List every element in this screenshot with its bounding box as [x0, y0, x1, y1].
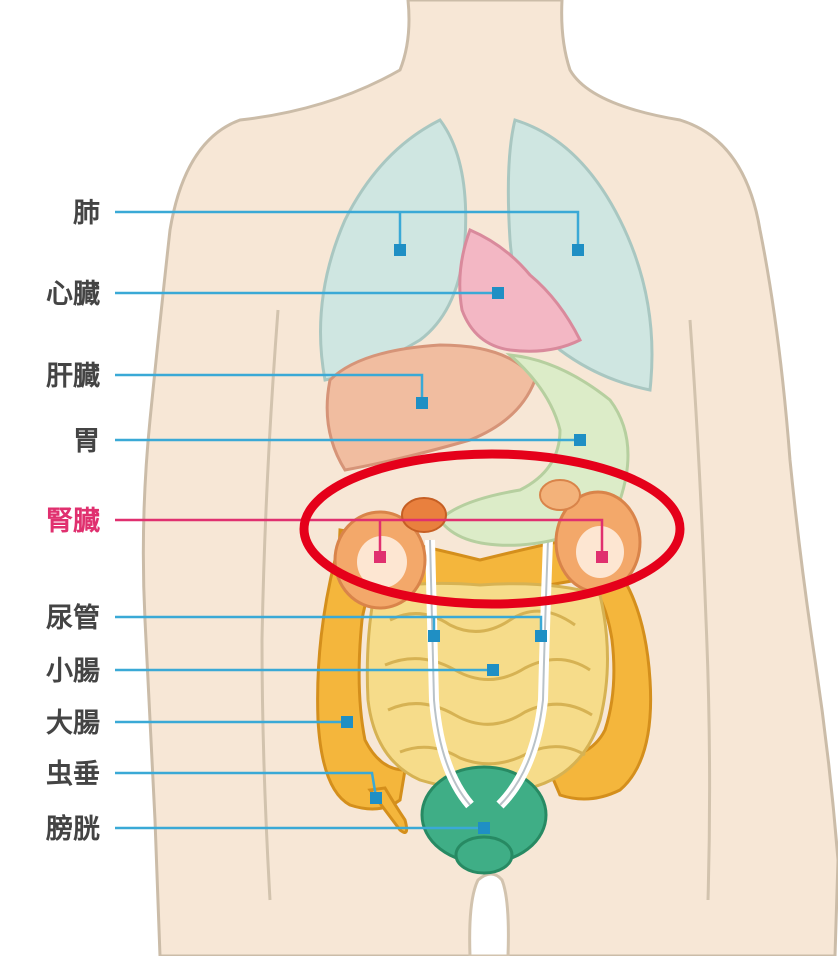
label-liver: 肝臓: [46, 361, 100, 392]
label-lung: 肺: [73, 198, 100, 229]
label-bladder: 膀胱: [45, 813, 100, 845]
label-heart: 心臓: [46, 279, 100, 310]
ureter-dot-right: [535, 630, 547, 642]
label-kidney: 腎臓: [46, 506, 100, 537]
stomach-dot: [574, 434, 586, 446]
heart-dot: [492, 287, 504, 299]
right-adrenal: [540, 480, 580, 510]
label-ureter: 尿管: [46, 603, 100, 634]
bladder-dot: [478, 822, 490, 834]
ureter-dot-left: [428, 630, 440, 642]
label-stomach: 胃: [73, 426, 100, 457]
lung-dot-right: [572, 244, 584, 256]
left-adrenal: [402, 498, 446, 532]
liver-dot: [416, 397, 428, 409]
kidney-dot-left: [374, 551, 386, 563]
small-intestine-dot: [487, 664, 499, 676]
organ-labels: 肺 心臓 肝臓 胃 腎臓 尿管 小腸 大腸 虫垂 膀胱: [45, 198, 100, 845]
large-intestine-dot: [341, 716, 353, 728]
label-appendix: 虫垂: [46, 759, 100, 790]
appendix-dot: [370, 792, 382, 804]
bladder-lower: [456, 837, 512, 873]
leg-gap: [470, 874, 509, 956]
label-large-intestine: 大腸: [46, 708, 100, 739]
label-small-intestine: 小腸: [46, 656, 100, 687]
kidney-dot-right: [596, 551, 608, 563]
lung-dot-left: [394, 244, 406, 256]
